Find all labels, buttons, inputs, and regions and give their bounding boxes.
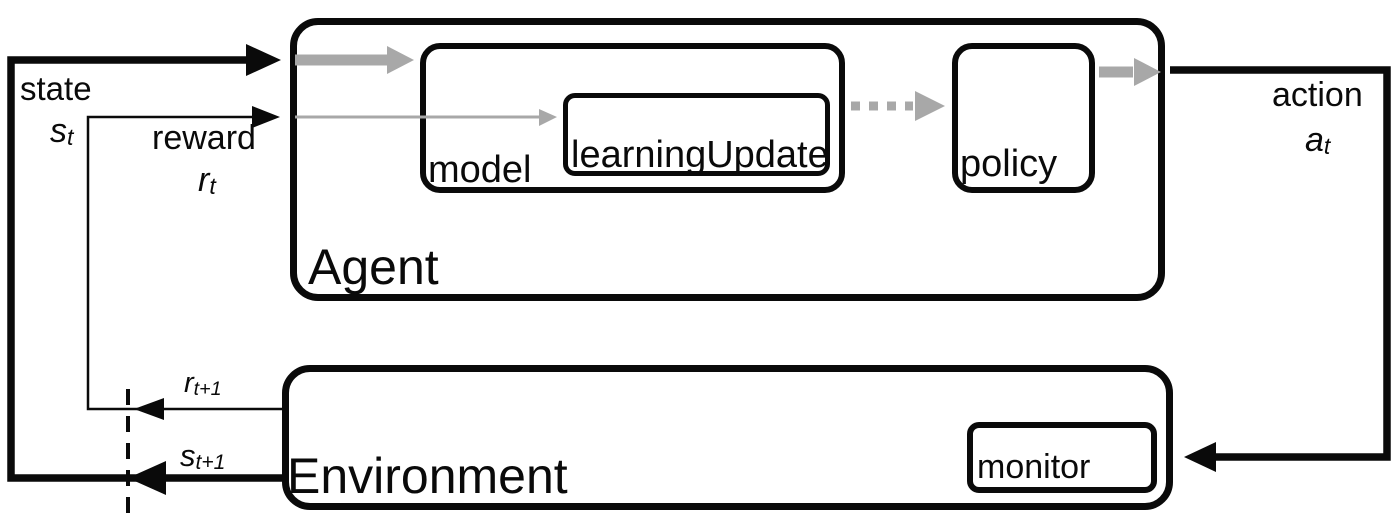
learning-update-box: learningUpdate <box>563 93 830 176</box>
action-arrowhead <box>1184 442 1216 472</box>
reward-arrowhead <box>252 106 280 128</box>
action-label: action <box>1272 76 1363 114</box>
next-reward-symbol: rt+1 <box>184 367 222 400</box>
action-loop-line <box>1170 66 1391 461</box>
policy-label: policy <box>960 143 1058 185</box>
monitor-box: monitor <box>967 422 1157 493</box>
policy-box: policy <box>952 43 1095 193</box>
learning-update-label: learningUpdate <box>571 134 829 176</box>
agent-label: Agent <box>308 239 439 295</box>
environment-box: Environment monitor <box>282 365 1173 510</box>
reward-symbol: rt <box>198 161 216 200</box>
environment-label: Environment <box>287 448 568 504</box>
reward-loop-line <box>86 115 284 411</box>
monitor-label: monitor <box>977 448 1091 486</box>
action-symbol: at <box>1305 121 1331 160</box>
next-state-arrowhead <box>128 461 166 495</box>
state-label: state <box>20 70 92 107</box>
state-symbol: st <box>50 112 74 151</box>
agent-box: Agent model learningUpdate policy <box>290 18 1165 301</box>
next-reward-arrowhead <box>134 398 164 420</box>
reward-label: reward <box>152 119 256 157</box>
model-label: model <box>428 149 532 191</box>
next-state-symbol: st+1 <box>180 438 226 474</box>
model-box: model learningUpdate <box>420 43 845 193</box>
state-arrowhead <box>246 44 281 76</box>
